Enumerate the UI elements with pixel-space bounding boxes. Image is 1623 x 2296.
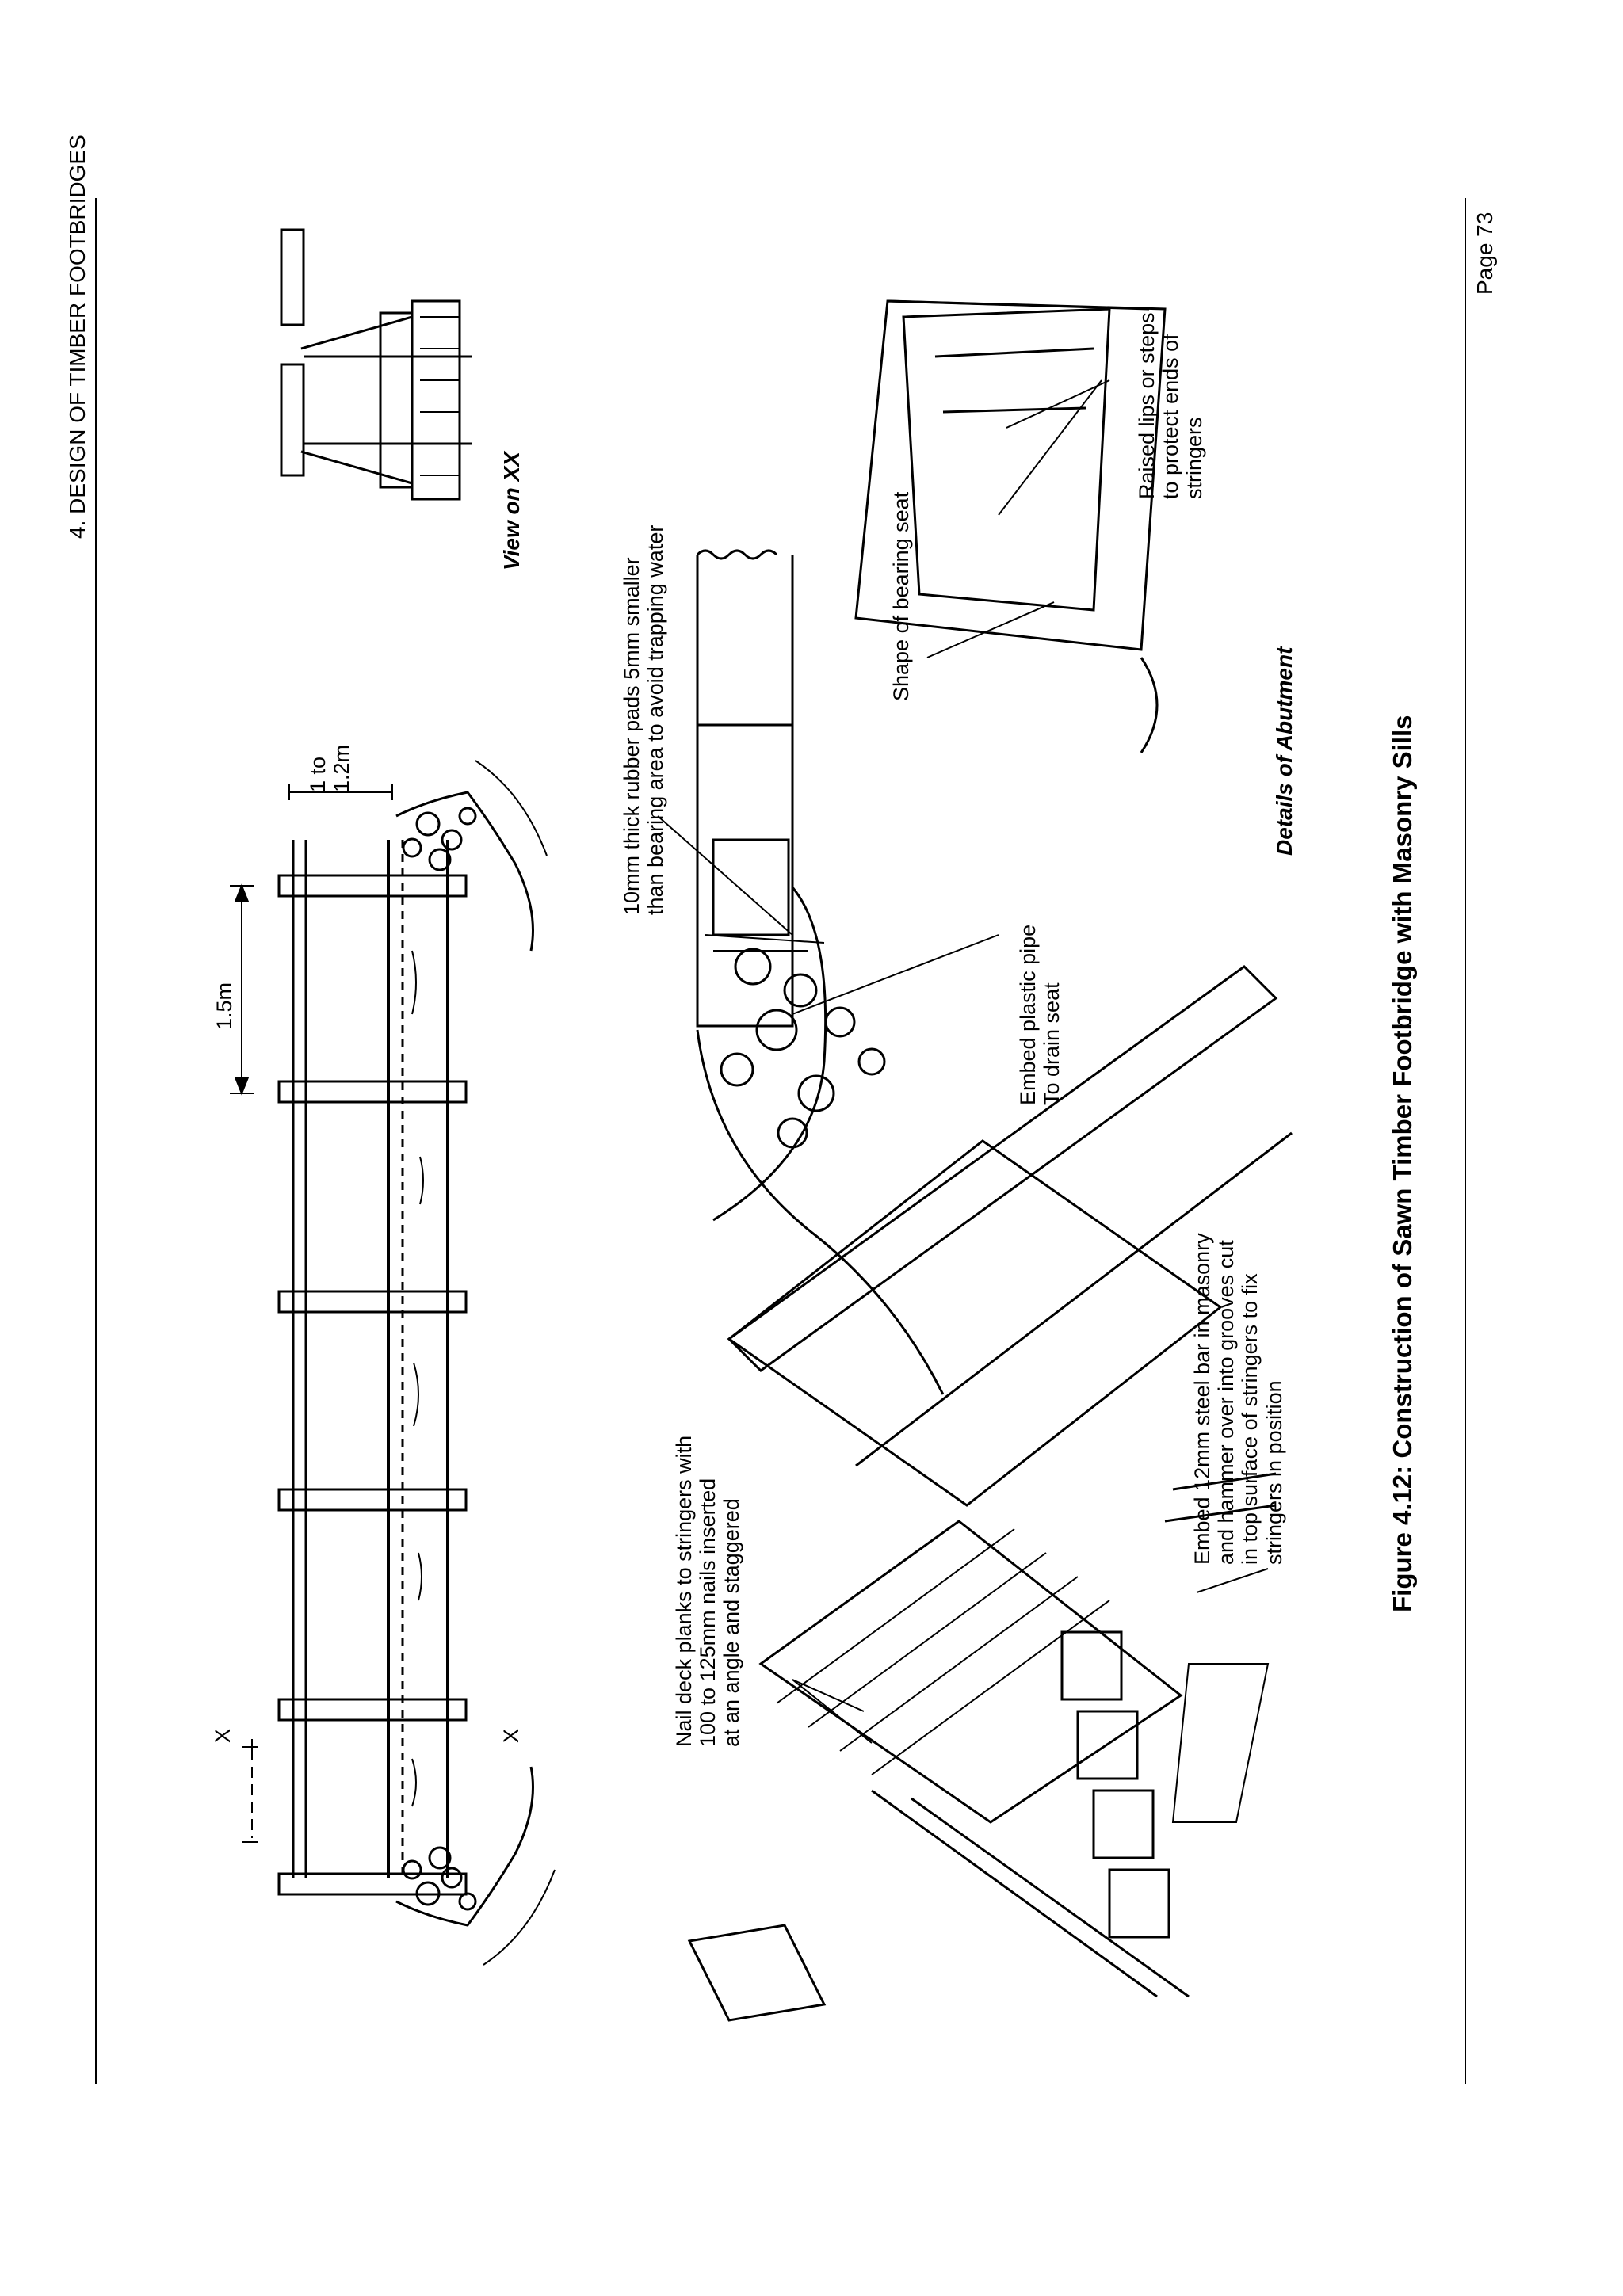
raised-lips-line-1: Raised lips or steps	[1135, 312, 1159, 499]
plastic-pipe-line-2: To drain seat	[1040, 982, 1064, 1105]
right-margin-rule	[1465, 198, 1466, 2084]
section-mark-x-bottom: X	[499, 1728, 523, 1743]
steel-bar-line-4: stringers in position	[1262, 1380, 1286, 1565]
nail-planks-line-3: at an angle and staggered	[720, 1498, 744, 1747]
callout-steel-bar: Embed 12mm steel bar in masonry and hamm…	[1190, 1233, 1286, 1565]
section-mark-x-top: X	[211, 1728, 235, 1743]
dimension-lines	[230, 784, 392, 1842]
nail-planks-line-2: 100 to 125mm nails inserted	[696, 1478, 720, 1747]
dimension-handrail-height: 1 to 1.2m	[306, 745, 353, 792]
callout-raised-lips: Raised lips or steps to protect ends of …	[1135, 312, 1207, 499]
leader-lines	[658, 380, 1268, 1743]
dimension-spacing: 1.5m	[212, 982, 236, 1030]
callout-bearing-seat: Shape of bearing seat	[889, 491, 913, 701]
rubber-pads-line-1: 10mm thick rubber pads 5mm smaller	[620, 557, 643, 915]
dimension-height-line-2: 1.2m	[330, 744, 354, 792]
raised-lips-line-3: stringers	[1182, 417, 1207, 499]
plastic-pipe-line-1: Embed plastic pipe	[1016, 924, 1040, 1105]
bearing-seat-detail	[856, 301, 1165, 753]
steel-bar-line-3: in top surface of stringers to fix	[1238, 1273, 1262, 1565]
raised-lips-line-2: to protect ends of	[1159, 334, 1183, 499]
left-margin-rule	[95, 198, 97, 2084]
steel-bar-line-1: Embed 12mm steel bar in masonry	[1190, 1233, 1214, 1565]
rubber-pads-line-2: than bearing area to avoid trapping wate…	[643, 524, 668, 915]
steel-bar-line-2: and hammer over into grooves cut	[1214, 1240, 1239, 1565]
figure-caption: Figure 4.12: Construction of Sawn Timber…	[1388, 715, 1417, 1612]
callout-plastic-pipe: Embed plastic pipe To drain seat	[1016, 925, 1064, 1105]
cross-section-view	[281, 230, 472, 499]
isometric-bridge-view	[689, 967, 1292, 2020]
callout-rubber-pads: 10mm thick rubber pads 5mm smaller than …	[620, 525, 667, 915]
view-xx-title: View on XX	[499, 452, 524, 570]
details-abutment-title: Details of Abutment	[1272, 646, 1296, 856]
abutment-detail	[697, 551, 943, 1394]
callout-nail-planks: Nail deck planks to stringers with 100 t…	[672, 1436, 744, 1747]
nail-planks-line-1: Nail deck planks to stringers with	[672, 1435, 696, 1747]
bridge-elevation	[279, 761, 555, 1965]
dimension-height-line-1: 1 to	[306, 756, 330, 792]
